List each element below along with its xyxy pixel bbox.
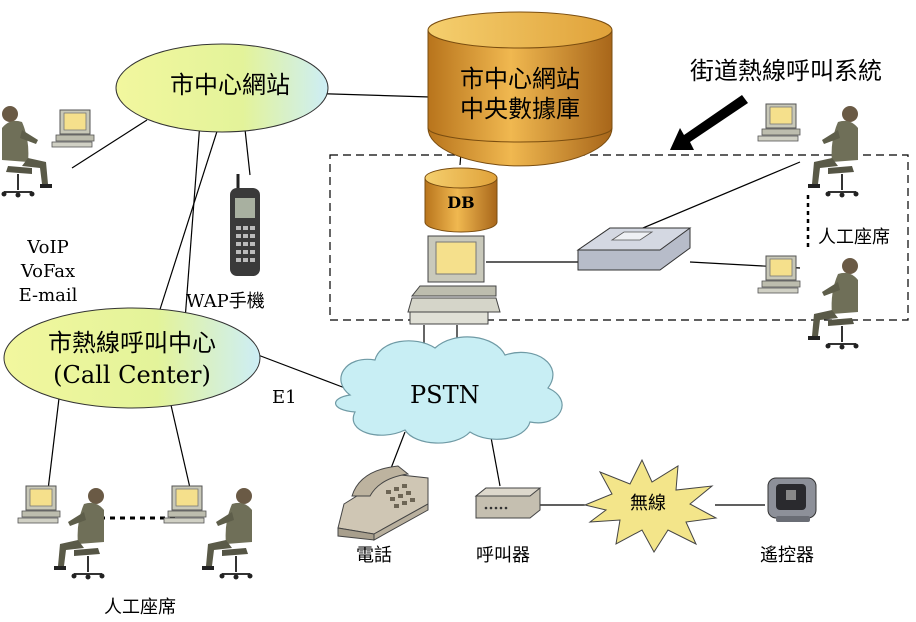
switch-device-icon bbox=[576, 227, 692, 271]
callcenter-label-line2: (Call Center) bbox=[53, 361, 211, 389]
website-label: 市中心網站 bbox=[170, 71, 290, 99]
agent-bottom-left-icon bbox=[17, 485, 106, 581]
callcenter-ellipse bbox=[3, 307, 261, 409]
callcenter-label-line1: 市熱線呼叫中心 bbox=[48, 329, 216, 357]
remote-control-icon bbox=[767, 477, 817, 522]
database-label-line2: 中央數據庫 bbox=[460, 95, 580, 123]
database-label-line1: 市中心網站 bbox=[460, 65, 580, 93]
vofax-label: VoFax bbox=[20, 261, 76, 282]
pstn-label: PSTN bbox=[410, 381, 480, 409]
pager-label: 呼叫器 bbox=[476, 545, 530, 566]
db-label: DB bbox=[447, 193, 475, 212]
wireless-burst-icon bbox=[583, 458, 718, 553]
e1-label: E1 bbox=[272, 387, 297, 408]
pager-icon bbox=[474, 487, 542, 519]
voip-label: VoIP bbox=[27, 237, 69, 258]
agent-right-bottom-icon bbox=[757, 255, 860, 351]
telephone-icon bbox=[337, 465, 429, 541]
wap-phone-icon bbox=[230, 174, 260, 276]
system-boundary bbox=[329, 154, 909, 321]
arrow-icon bbox=[670, 95, 748, 150]
central-database-icon bbox=[427, 11, 613, 167]
pstn-cloud bbox=[335, 336, 563, 444]
wireless-label: 無線 bbox=[630, 493, 666, 514]
website-ellipse bbox=[115, 43, 329, 133]
phone-label: 電話 bbox=[356, 545, 392, 566]
email-label: E-mail bbox=[18, 285, 78, 306]
agents-right-label: 人工座席 bbox=[818, 227, 890, 248]
agent-voip-icon bbox=[0, 105, 95, 199]
remote-label: 遙控器 bbox=[760, 545, 814, 566]
agent-bottom-right-icon bbox=[163, 485, 254, 581]
system-title: 街道熱線呼叫系統 bbox=[690, 57, 882, 85]
wap-label: WAP手機 bbox=[186, 291, 265, 312]
agent-right-top-icon bbox=[757, 103, 860, 199]
db-icon bbox=[424, 167, 498, 233]
agents-bottom-label: 人工座席 bbox=[104, 597, 176, 618]
server-computer-icon bbox=[407, 235, 501, 325]
